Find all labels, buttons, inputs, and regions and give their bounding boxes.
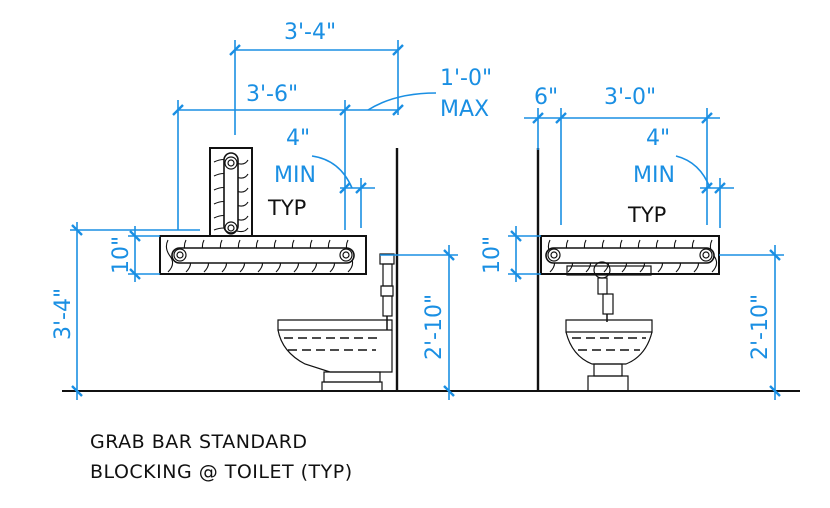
side-min-value: 4" — [286, 126, 310, 151]
rear-dim-width: 3'-0" — [604, 85, 656, 110]
side-blocking-height: 10" — [109, 236, 134, 274]
rear-seat-height: 2'-10" — [748, 294, 773, 360]
side-toilet-profile — [277, 319, 393, 392]
rear-min-value: 4" — [646, 126, 670, 151]
side-horizontal-blocking — [159, 235, 367, 275]
side-flush-valve — [379, 253, 395, 330]
detail-title-line-1: GRAB BAR STANDARD — [90, 431, 308, 453]
rear-typ-label: TYP — [627, 203, 666, 227]
rear-dim-offset: 6" — [534, 85, 558, 110]
side-horizontal-grab-bar — [171, 247, 355, 264]
side-typ-label: TYP — [267, 196, 306, 220]
side-dim-second: 3'-6" — [246, 82, 298, 107]
side-elevation: 3'-4" 3'-6" 1'-0" MAX 4" MIN TYP 10" — [51, 20, 492, 400]
side-dim-max-value: 1'-0" — [440, 66, 492, 91]
rear-min-label: MIN — [633, 163, 675, 188]
rear-horizontal-grab-bar — [545, 247, 715, 264]
detail-title-line-2: BLOCKING @ TOILET (TYP) — [90, 461, 353, 483]
rear-toilet-front — [565, 319, 653, 392]
rear-blocking-height: 10" — [480, 236, 505, 274]
side-overall-height: 3'-4" — [51, 288, 76, 340]
rear-elevation: 6" 3'-0" 4" MIN TYP 10" 2'-10" — [480, 85, 784, 400]
rear-flush-valve — [566, 261, 652, 322]
side-dim-max-label: MAX — [440, 97, 489, 122]
side-vertical-grab-bar — [223, 152, 239, 234]
side-dim-top: 3'-4" — [284, 20, 336, 45]
side-min-label: MIN — [274, 163, 316, 188]
side-seat-height: 2'-10" — [422, 294, 447, 360]
